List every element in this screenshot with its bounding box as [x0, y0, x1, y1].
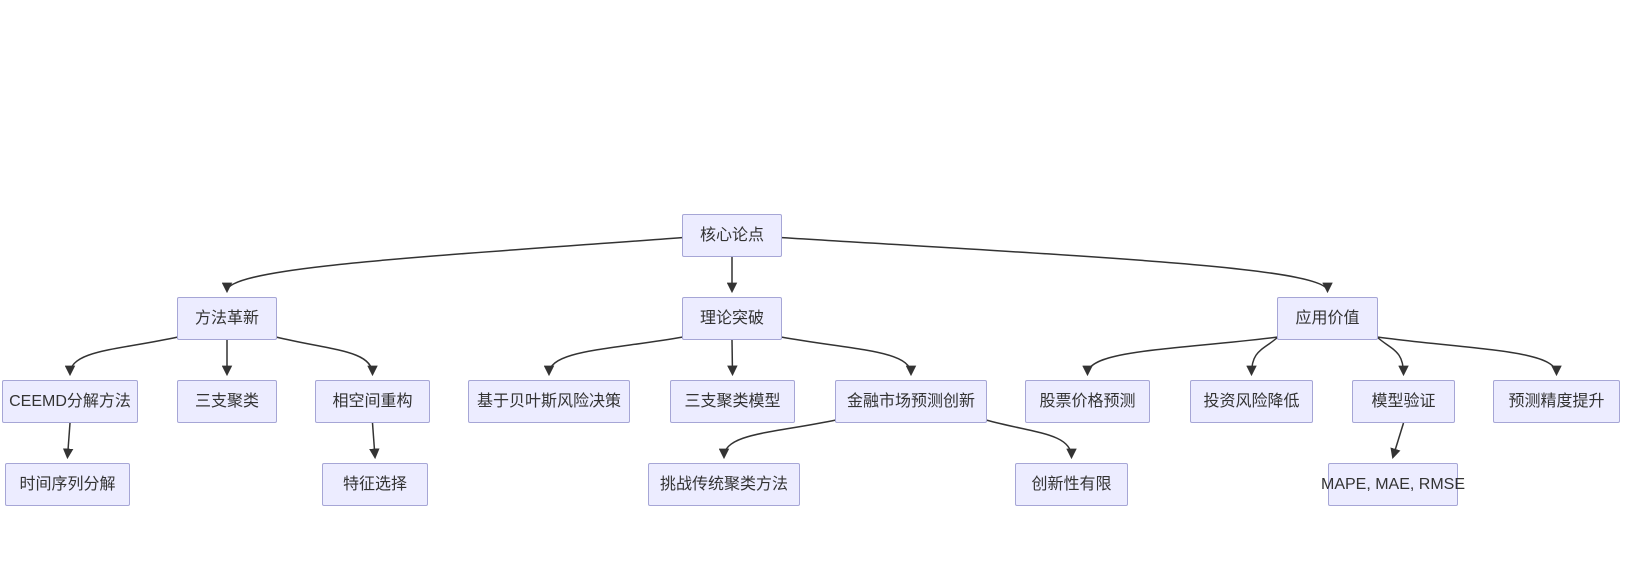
node-label: 核心论点 — [699, 226, 764, 244]
edge-application-to-accuracy — [1376, 336, 1562, 377]
node-label: CEEMD分解方法 — [9, 392, 131, 410]
edge-fininnov-to-limited — [985, 419, 1077, 460]
node-label: 股票价格预测 — [1039, 392, 1136, 410]
edge-method-to-phasespace — [275, 336, 378, 377]
node-label: 投资风险降低 — [1203, 392, 1300, 410]
node-label: 时间序列分解 — [19, 475, 116, 493]
diagram-node-method: 方法革新 — [177, 297, 277, 340]
diagram-node-validation: 模型验证 — [1352, 380, 1455, 423]
edge-theory-to-twcmodel — [727, 339, 738, 377]
node-label: 三支聚类模型 — [684, 392, 781, 410]
diagram-node-ceemd: CEEMD分解方法 — [2, 380, 138, 423]
edge-theory-to-bayes — [543, 336, 684, 377]
diagram-node-fininnov: 金融市场预测创新 — [835, 380, 987, 423]
edge-core-to-method — [221, 236, 683, 294]
diagram-node-metrics: MAPE, MAE, RMSE — [1321, 463, 1465, 506]
diagram-node-stock: 股票价格预测 — [1025, 380, 1150, 423]
edge-method-to-ceemd — [64, 336, 179, 377]
node-label: 创新性有限 — [1031, 475, 1112, 493]
edge-application-to-stock — [1082, 336, 1279, 377]
diagram-node-bayes: 基于贝叶斯风险决策 — [468, 380, 630, 423]
node-label: 预测精度提升 — [1508, 392, 1605, 410]
edge-phasespace-to-feature — [369, 422, 380, 460]
diagram-node-challenge: 挑战传统聚类方法 — [648, 463, 800, 506]
diagram-node-risk: 投资风险降低 — [1190, 380, 1313, 423]
edge-theory-to-fininnov — [780, 336, 917, 377]
diagram-node-threeway: 三支聚类 — [177, 380, 277, 423]
edge-core-to-application — [781, 236, 1333, 294]
node-label: MAPE, MAE, RMSE — [1320, 475, 1466, 493]
node-label: 应用价值 — [1295, 309, 1360, 327]
diagram-node-twcmodel: 三支聚类模型 — [670, 380, 795, 423]
node-label: 模型验证 — [1371, 392, 1436, 410]
diagram-node-feature: 特征选择 — [322, 463, 428, 506]
edge-group — [62, 236, 1562, 460]
diagram-node-application: 应用价值 — [1277, 297, 1378, 340]
edge-validation-to-metrics — [1390, 422, 1405, 460]
node-label: 金融市场预测创新 — [846, 392, 975, 410]
edge-fininnov-to-challenge — [718, 419, 837, 460]
diagram-node-theory: 理论突破 — [682, 297, 782, 340]
diagram-node-limited: 创新性有限 — [1015, 463, 1128, 506]
diagram-node-phasespace: 相空间重构 — [315, 380, 430, 423]
diagram-node-accuracy: 预测精度提升 — [1493, 380, 1620, 423]
edge-application-to-risk — [1246, 336, 1279, 377]
edge-application-to-validation — [1376, 336, 1409, 377]
diagram-node-tsdecomp: 时间序列分解 — [5, 463, 130, 506]
diagram-node-core: 核心论点 — [682, 214, 782, 257]
edge-ceemd-to-tsdecomp — [62, 422, 74, 460]
node-label: 挑战传统聚类方法 — [659, 475, 788, 493]
node-label: 相空间重构 — [332, 392, 413, 410]
node-label: 特征选择 — [342, 475, 407, 493]
node-label: 理论突破 — [699, 309, 764, 327]
node-label: 方法革新 — [194, 309, 259, 327]
node-label: 基于贝叶斯风险决策 — [476, 392, 621, 410]
node-label: 三支聚类 — [194, 392, 259, 410]
